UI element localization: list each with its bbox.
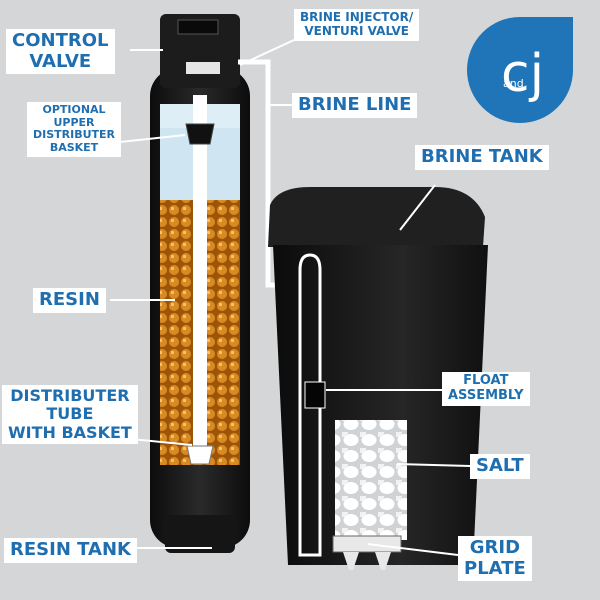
- label-resin: RESIN: [33, 288, 106, 313]
- brine-lid: [268, 187, 485, 247]
- label-salt: SALT: [470, 454, 530, 479]
- label-brine-tank: BRINE TANK: [415, 145, 549, 170]
- label-brine-line: BRINE LINE: [292, 93, 418, 118]
- logo-and: and: [503, 77, 524, 90]
- brine-tank: [268, 187, 488, 570]
- lower-basket: [186, 445, 214, 465]
- leader-lines: [110, 39, 471, 556]
- label-brine-injector: BRINE INJECTOR/ VENTURI VALVE: [294, 9, 420, 41]
- brine-body: [273, 245, 488, 565]
- valve-badge: [186, 62, 220, 74]
- resin-tank: [150, 68, 250, 553]
- label-upper-basket: OPTIONAL UPPER DISTRIBUTER BASKET: [27, 102, 122, 157]
- upper-basket: [185, 123, 215, 145]
- grid-plate: [332, 535, 402, 570]
- label-distributer-tube: DISTRIBUTER TUBE WITH BASKET: [2, 385, 138, 445]
- control-valve: [160, 14, 240, 88]
- valve-display: [177, 19, 219, 35]
- label-float-assembly: FLOAT ASSEMBLY: [442, 372, 530, 406]
- tank-base: [165, 515, 235, 553]
- cj-logo: cj and: [467, 17, 573, 123]
- label-resin-tank: RESIN TANK: [4, 538, 137, 563]
- label-grid-plate: GRID PLATE: [458, 536, 532, 582]
- distributer-tube: [193, 95, 207, 450]
- brine-well: [298, 253, 322, 557]
- salt-pile: [335, 420, 407, 540]
- float: [304, 381, 326, 409]
- label-control-valve: CONTROL VALVE: [6, 29, 115, 75]
- logo-letters: cj: [501, 44, 544, 104]
